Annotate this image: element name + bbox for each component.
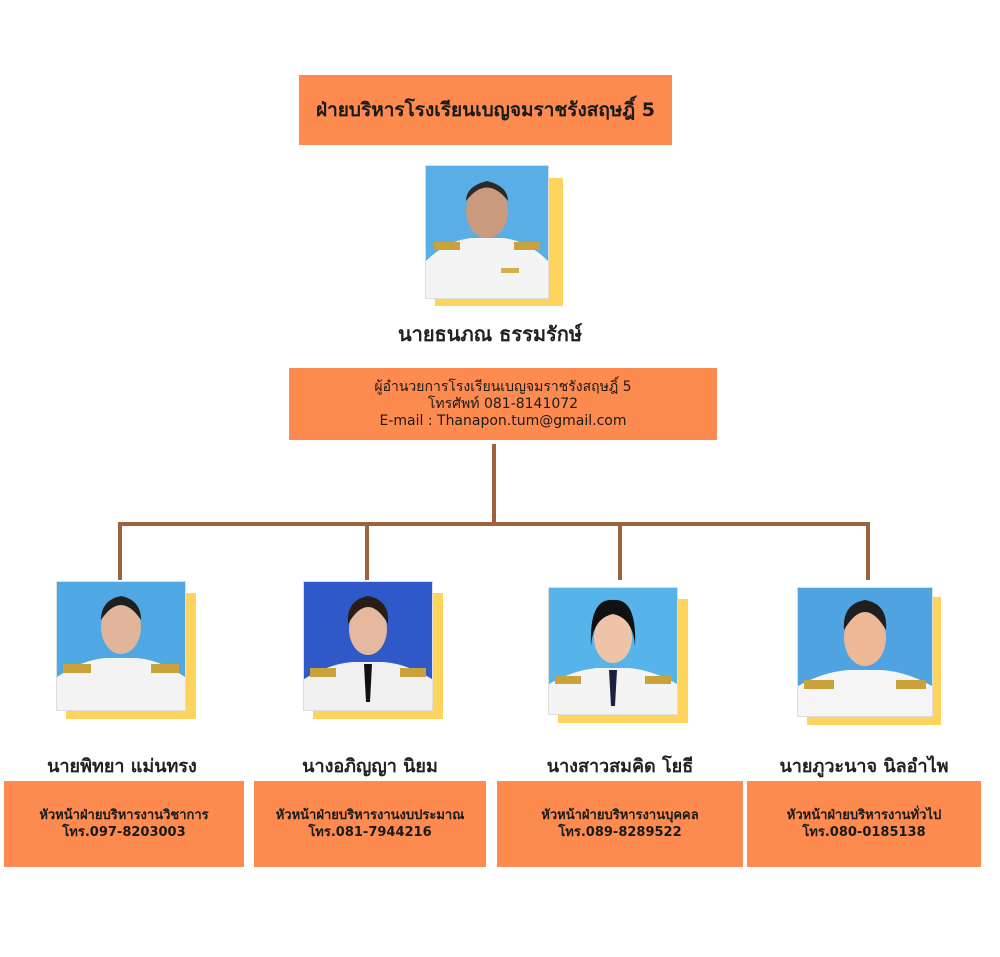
deputy-info-box-2: หัวหน้าฝ่ายบริหารงานงบประมาณ โทร.081-794… [254, 781, 486, 867]
director-name: นายธนภณ ธรรมรักษ์ [397, 322, 583, 346]
chart-title: ฝ่ายบริหารโรงเรียนเบญจมราชรังสฤษฎิ์ 5 [316, 99, 655, 121]
connector-drop-1 [118, 522, 122, 580]
deputy-photo-1 [56, 581, 186, 711]
deputy-photo-4 [797, 587, 933, 717]
deputy-info-box-4: หัวหน้าฝ่ายบริหารงานทั่วไป โทร.080-01851… [747, 781, 981, 867]
connector-horizontal [118, 522, 870, 526]
deputy-name-3: นางสาวสมคิด โยธี [546, 756, 694, 777]
deputy-phone-4: โทร.080-0185138 [802, 825, 926, 840]
deputy-name-4: นายภูวะนาจ นิลอำไพ [779, 756, 949, 777]
deputy-name-1: นายพิทยา แม่นทรง [47, 756, 197, 777]
chart-title-box: ฝ่ายบริหารโรงเรียนเบญจมราชรังสฤษฎิ์ 5 [299, 75, 672, 145]
director-photo [425, 165, 549, 299]
deputy-role-2: หัวหน้าฝ่ายบริหารงานงบประมาณ [275, 808, 465, 823]
deputy-phone-1: โทร.097-8203003 [62, 825, 186, 840]
deputy-name-2: นางอภิญญา นิยม [302, 756, 438, 777]
connector-drop-2 [365, 522, 369, 580]
deputy-photo-3 [548, 587, 678, 715]
connector-vertical-main [492, 444, 496, 526]
deputy-phone-3: โทร.089-8289522 [558, 825, 682, 840]
director-info-box: ผู้อำนวยการโรงเรียนเบญจมราชรังสฤษฎิ์ 5 โ… [289, 368, 717, 440]
director-email[interactable]: E-mail : Thanapon.tum@gmail.com [379, 412, 627, 429]
deputy-photo-2 [303, 581, 433, 711]
connector-drop-3 [618, 522, 622, 580]
deputy-role-1: หัวหน้าฝ่ายบริหารงานวิชาการ [39, 808, 209, 823]
connector-drop-4 [866, 522, 870, 580]
deputy-info-box-1: หัวหน้าฝ่ายบริหารงานวิชาการ โทร.097-8203… [4, 781, 244, 867]
deputy-info-box-3: หัวหน้าฝ่ายบริหารงานบุคคล โทร.089-828952… [497, 781, 743, 867]
deputy-role-4: หัวหน้าฝ่ายบริหารงานทั่วไป [786, 808, 942, 823]
director-position: ผู้อำนวยการโรงเรียนเบญจมราชรังสฤษฎิ์ 5 [374, 378, 632, 395]
director-phone: โทรศัพท์ 081-8141072 [427, 395, 579, 412]
deputy-role-3: หัวหน้าฝ่ายบริหารงานบุคคล [541, 808, 699, 823]
deputy-phone-2: โทร.081-7944216 [308, 825, 432, 840]
